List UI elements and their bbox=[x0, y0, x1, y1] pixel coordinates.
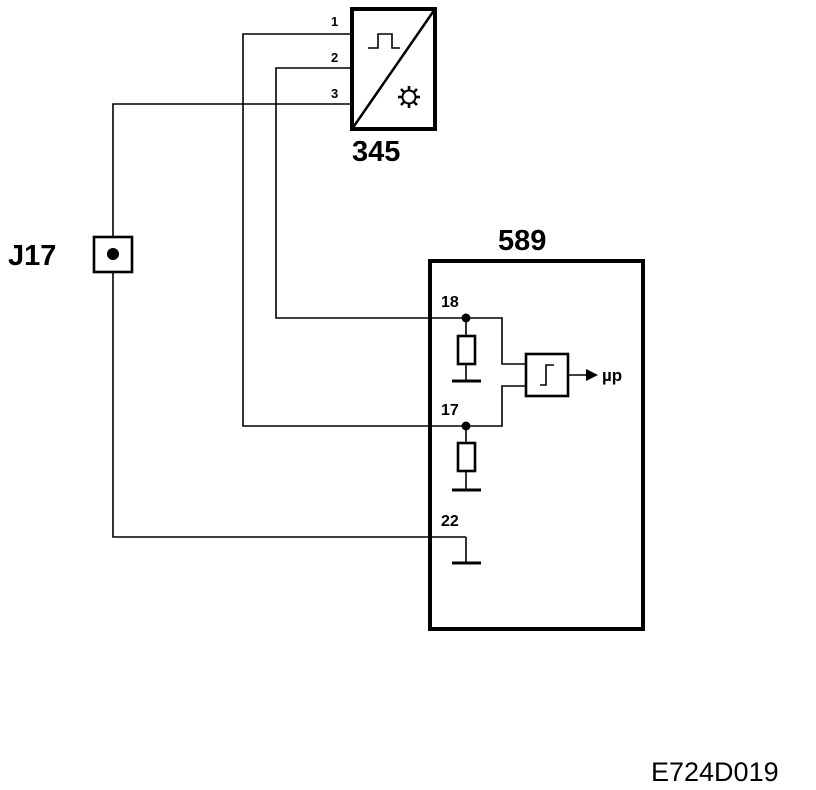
connector-box bbox=[92, 235, 134, 274]
square-pulse-icon bbox=[368, 33, 400, 49]
wire-pin1-to-17 bbox=[242, 33, 466, 427]
component-345-label: 345 bbox=[352, 136, 400, 168]
module-589-label: 589 bbox=[498, 225, 546, 257]
pin-2-label: 2 bbox=[331, 50, 338, 65]
schmitt-trigger-symbol bbox=[540, 364, 554, 386]
wire-pin2-to-18 bbox=[275, 67, 466, 319]
pin-3-label: 3 bbox=[331, 86, 338, 101]
component-345-box bbox=[350, 7, 437, 131]
connector-label: J17 bbox=[8, 240, 56, 272]
resistor-icon bbox=[456, 441, 477, 473]
figure-code: E724D019 bbox=[651, 757, 779, 787]
component-345-diagonal bbox=[350, 8, 437, 130]
connector-dot bbox=[107, 248, 119, 260]
wire-j17-to-22 bbox=[112, 271, 466, 538]
wires bbox=[112, 33, 466, 538]
module-589-box bbox=[428, 259, 645, 631]
arrow-right-icon bbox=[586, 369, 598, 381]
wire-17-to-trigger bbox=[466, 385, 526, 427]
terminal-22-label: 22 bbox=[441, 513, 459, 530]
resistor-icon bbox=[456, 334, 477, 366]
connector-j17: J17 bbox=[8, 235, 134, 274]
wire-pin3-to-j17 bbox=[112, 103, 352, 238]
terminal-18-label: 18 bbox=[441, 294, 459, 311]
microprocessor-label: µp bbox=[602, 366, 622, 385]
module-589: 589 18 µp 17 22 bbox=[428, 225, 645, 631]
component-345: 1 2 3 345 bbox=[331, 7, 437, 168]
wire-18-to-trigger bbox=[466, 317, 526, 365]
schmitt-trigger-icon bbox=[524, 352, 570, 398]
terminal-17-label: 17 bbox=[441, 402, 459, 419]
pin-1-label: 1 bbox=[331, 14, 338, 29]
gear-icon bbox=[398, 86, 420, 108]
